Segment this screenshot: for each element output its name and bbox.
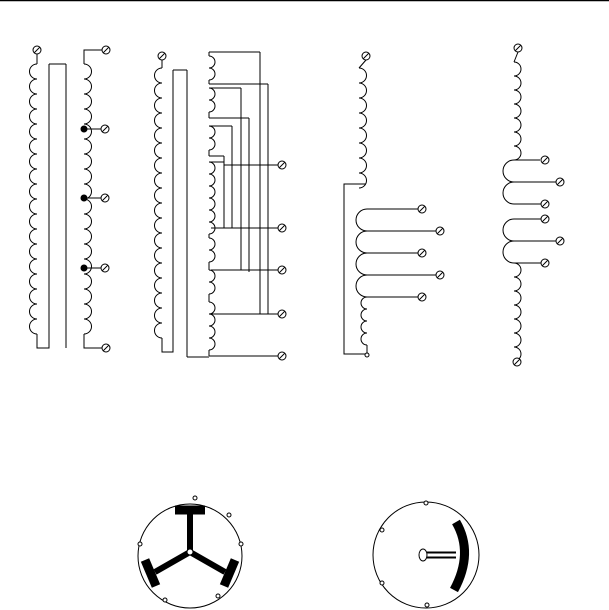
wiper-contact-arc: [449, 519, 469, 593]
secondary-lead-bottom: [83, 334, 102, 349]
diagram-2-multi-section-transformer: [154, 51, 287, 361]
lower-coil: [513, 262, 522, 362]
three-arm-rotary-switch: [137, 495, 244, 609]
section-4-coil: [208, 161, 216, 235]
output-terminal-2: [277, 223, 287, 233]
tap-loops: [502, 159, 556, 264]
section-1-coil: [208, 55, 216, 81]
upper-coil: [358, 67, 367, 189]
arm-up: [175, 505, 205, 552]
tap-loops: [355, 208, 436, 353]
bottom-node: [364, 352, 370, 358]
output-terminal-4: [277, 309, 287, 319]
secondary-lead-top: [83, 49, 103, 64]
contacts: [137, 495, 244, 603]
terminal-1: [540, 155, 550, 165]
tap-2: [80, 193, 110, 203]
loop-terminal-2: [435, 226, 445, 236]
secondary-terminal-bottom: [101, 343, 111, 353]
vertical-buses: [223, 52, 269, 314]
terminal-bottom: [512, 357, 522, 367]
top-terminal: [361, 51, 371, 61]
upper-coil: [513, 61, 522, 161]
tap-3: [80, 263, 110, 273]
arm-right: [188, 549, 240, 588]
secondary-terminal-top: [101, 45, 111, 55]
arm-left: [140, 549, 192, 588]
diagram-4-tapped-coil: [502, 43, 565, 367]
diagram-1-two-winding-transformer: [29, 45, 111, 353]
section-7-coil: [208, 301, 216, 351]
wiper-hub: [418, 548, 428, 562]
output-terminal-3: [277, 265, 287, 275]
terminal-5: [555, 236, 565, 246]
primary-lead-bottom: [161, 70, 174, 353]
loop-terminal-3: [417, 248, 427, 258]
core-bars: [173, 69, 188, 357]
tap-1: [80, 124, 110, 134]
hub: [186, 548, 194, 556]
terminal-6: [540, 258, 550, 268]
core-bars: [49, 63, 67, 348]
diagram-3-autotransformer: [343, 51, 445, 358]
primary-coil: [29, 63, 38, 335]
terminal-4: [540, 214, 550, 224]
primary-lead-bottom: [36, 64, 50, 349]
return-lead: [343, 183, 367, 355]
primary-terminal: [32, 45, 42, 55]
single-wiper-rotary-switch: [372, 500, 480, 609]
top-lead: [358, 59, 367, 69]
loop-terminal-5: [417, 292, 427, 302]
output-wires: [187, 164, 278, 358]
section-6-coil: [208, 269, 216, 295]
output-terminal-1: [277, 160, 287, 170]
primary-coil: [154, 67, 163, 339]
loop-terminal-1: [417, 204, 427, 214]
section-3-coil: [208, 125, 216, 151]
switch-body: [137, 503, 243, 609]
primary-terminal: [157, 51, 167, 61]
secondary-sections: [208, 51, 268, 356]
top-terminal: [513, 43, 523, 53]
section-2-coil: [208, 87, 216, 113]
section-5-coil: [208, 237, 216, 263]
loop-terminal-4: [435, 270, 445, 280]
contacts: [379, 500, 430, 608]
terminal-2: [555, 177, 565, 187]
terminal-3: [540, 199, 550, 209]
output-terminal-5: [277, 351, 287, 361]
